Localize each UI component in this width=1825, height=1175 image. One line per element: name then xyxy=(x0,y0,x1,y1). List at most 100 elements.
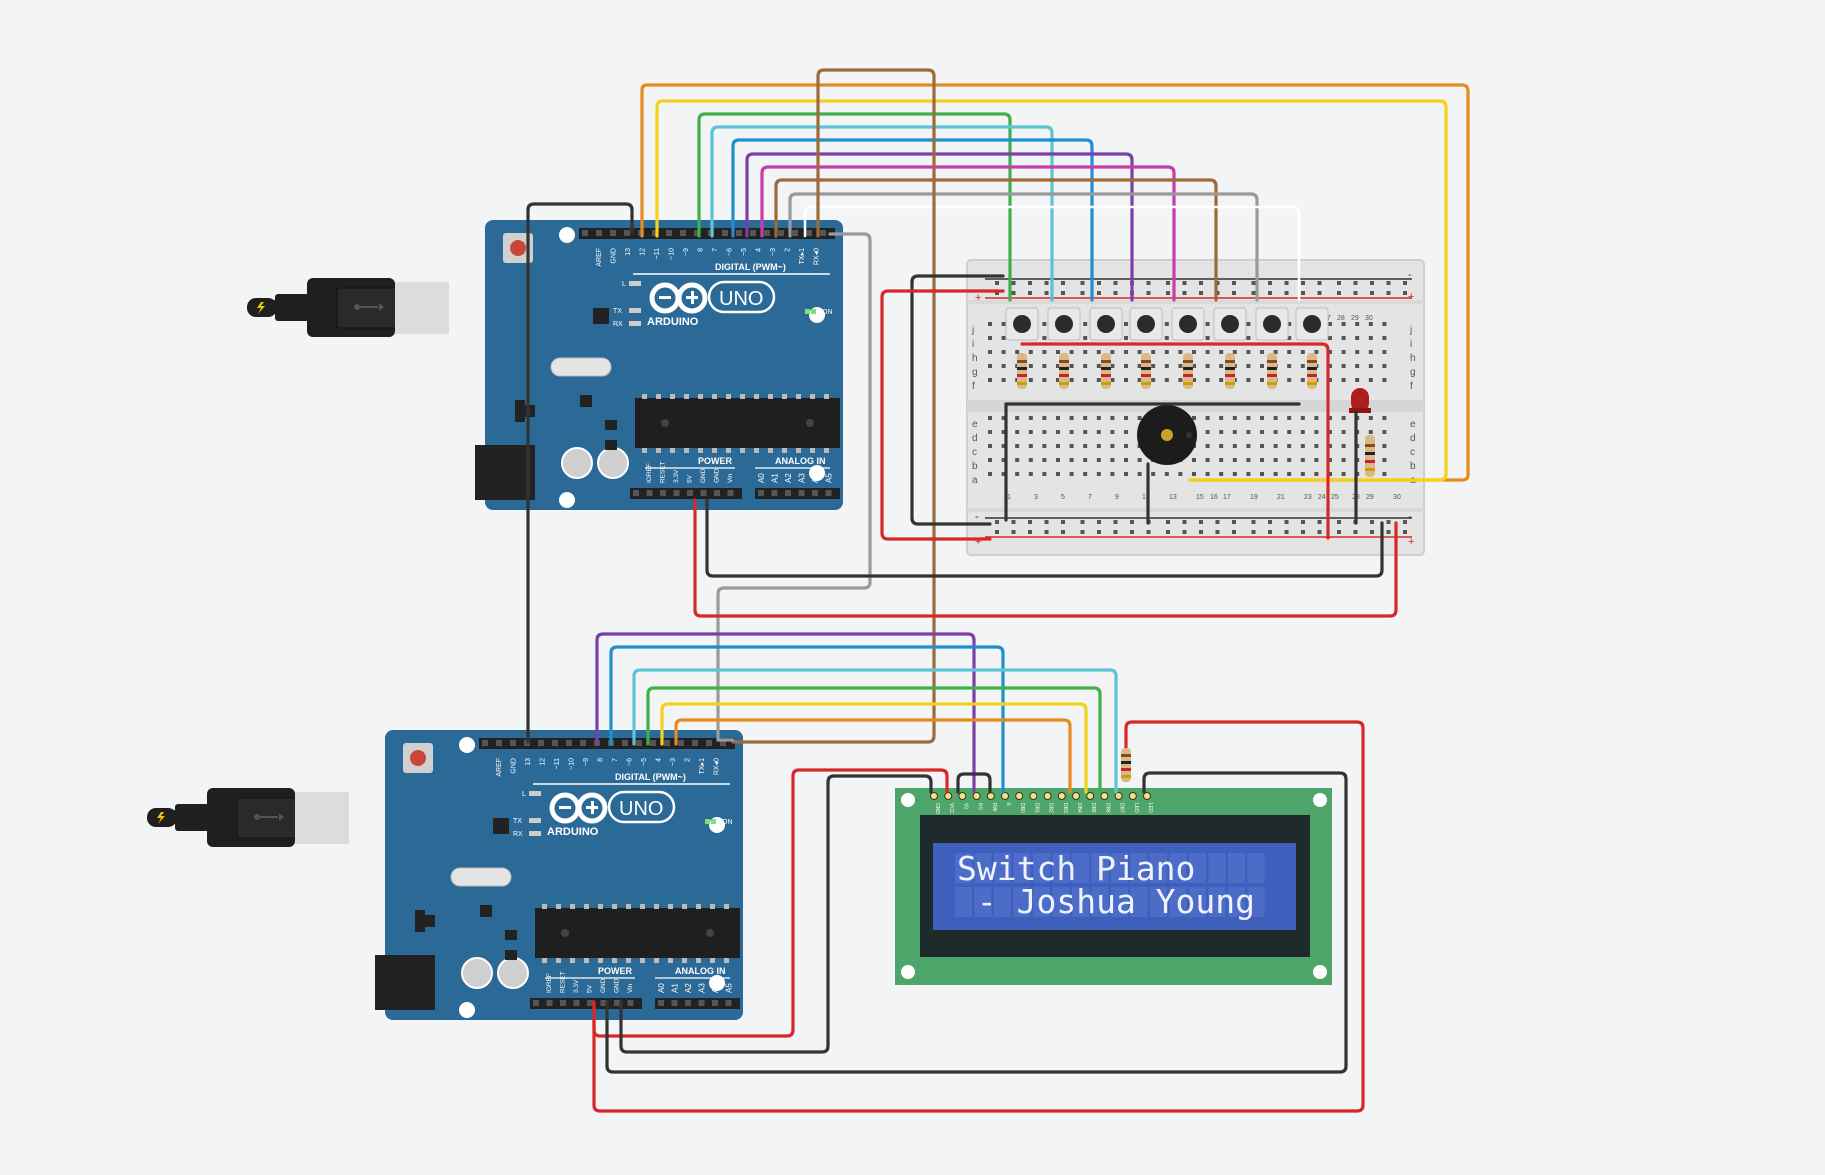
chip-pin xyxy=(668,904,673,909)
bb-rail-hole xyxy=(1284,291,1289,295)
bb-hole xyxy=(1083,378,1088,382)
chip-pin xyxy=(598,958,603,963)
digital-pin-label: 13 xyxy=(625,248,632,256)
digital-pin-label: ~5 xyxy=(641,758,648,766)
bb-rail-hole xyxy=(1146,530,1151,534)
lcd-cell xyxy=(974,853,992,883)
chip-pin xyxy=(654,958,659,963)
bb-hole xyxy=(1110,350,1115,354)
bb-hole xyxy=(1083,336,1088,340)
bb-hole xyxy=(1083,444,1088,448)
bb-hole xyxy=(1110,378,1115,382)
bb-rail-hole xyxy=(1182,520,1187,524)
lcd-pin-hole xyxy=(1128,792,1137,800)
bb-hole xyxy=(1246,430,1251,434)
bb-hole xyxy=(1083,322,1088,326)
chip-pin xyxy=(698,448,703,453)
header-socket xyxy=(587,1000,593,1006)
bb-hole xyxy=(1341,444,1346,448)
digital-pin-label: ~10 xyxy=(669,248,676,260)
bb-hole xyxy=(1232,444,1237,448)
bb-rail-hole xyxy=(1268,291,1272,295)
bb-hole xyxy=(1260,472,1264,476)
lcd-cell xyxy=(955,887,972,917)
header-socket xyxy=(825,490,832,496)
analog-pin-header xyxy=(655,998,740,1009)
bb-hole xyxy=(1287,416,1292,420)
resistor-band xyxy=(1017,382,1027,385)
bb-rail-hole xyxy=(1097,281,1101,285)
row-letter: a xyxy=(972,475,978,486)
digital-pin-label: TX▸1 xyxy=(699,758,706,774)
bb-hole xyxy=(1015,416,1020,420)
bb-hole xyxy=(1355,378,1360,382)
header-socket xyxy=(678,740,684,746)
uno-badge xyxy=(607,790,676,824)
bb-hole xyxy=(1110,458,1115,462)
chip-pin xyxy=(754,448,759,453)
analog-pin-label: A5 xyxy=(725,983,734,993)
power-pin-label: Vin xyxy=(627,983,634,993)
header-socket xyxy=(660,490,666,496)
digital-pin-label: 12 xyxy=(640,248,647,256)
lcd-cell xyxy=(1072,853,1089,883)
digital-pin-label: ~9 xyxy=(683,248,690,256)
bb-rail-hole xyxy=(1061,530,1065,534)
bb-hole xyxy=(1096,378,1101,382)
bb-rail-hole xyxy=(1080,281,1085,285)
bb-hole xyxy=(988,472,992,476)
rail-minus-label: - xyxy=(1408,269,1412,281)
bb-rail-hole xyxy=(1403,520,1407,524)
digital-pin-label: 4 xyxy=(656,758,663,762)
bb-hole xyxy=(1205,416,1210,420)
resistor-band xyxy=(1101,367,1111,370)
bb-rail-hole xyxy=(1386,530,1391,534)
resistor-band xyxy=(1307,360,1317,363)
lcd-pin-label: DB2 xyxy=(1048,803,1054,813)
header-socket xyxy=(750,230,756,236)
bb-rail-hole xyxy=(1113,520,1118,524)
digital-pin-label: 12 xyxy=(540,758,547,766)
bb-hole xyxy=(1042,350,1047,354)
usb-cable-icon[interactable] xyxy=(147,788,349,847)
digital-pin-label: ~5 xyxy=(741,248,748,256)
bb-hole xyxy=(1096,444,1101,448)
resistor-band xyxy=(1017,374,1027,377)
chip-pin xyxy=(698,394,703,399)
bb-hole xyxy=(1124,430,1128,434)
chip-pin xyxy=(556,958,561,963)
bb-hole xyxy=(1192,458,1196,462)
chip-pin xyxy=(724,958,729,963)
row-letter: f xyxy=(972,381,975,392)
pushbutton-cap xyxy=(1179,315,1197,333)
bb-hole xyxy=(1178,350,1183,354)
chip-pin xyxy=(726,394,731,399)
analog-pin-label: A4 xyxy=(811,473,820,483)
bb-hole xyxy=(1028,378,1033,382)
bb-hole xyxy=(1001,350,1006,354)
lcd-pin-label: RS xyxy=(977,803,983,811)
chip-pin xyxy=(712,394,717,399)
lcd-cell xyxy=(1052,887,1070,917)
bb-hole xyxy=(1205,472,1210,476)
bb-hole xyxy=(1341,458,1346,462)
piezo-pin xyxy=(1186,432,1192,438)
bb-hole xyxy=(1001,444,1006,448)
bb-hole xyxy=(1355,350,1360,354)
chip-pin xyxy=(810,448,815,453)
usb-cable-icon[interactable] xyxy=(247,278,449,337)
row-letter: b xyxy=(1410,461,1416,472)
header-socket xyxy=(580,740,586,746)
resistor-band xyxy=(1225,382,1235,385)
bb-hole xyxy=(1300,430,1305,434)
lcd-pin-hole xyxy=(1143,792,1151,800)
led-rx-label: RX xyxy=(513,831,523,838)
bb-hole xyxy=(1001,430,1006,434)
bb-hole xyxy=(1096,364,1101,368)
wire-lcd-e xyxy=(609,645,1005,794)
row-letter: c xyxy=(972,447,977,458)
chip-pin xyxy=(726,448,731,453)
